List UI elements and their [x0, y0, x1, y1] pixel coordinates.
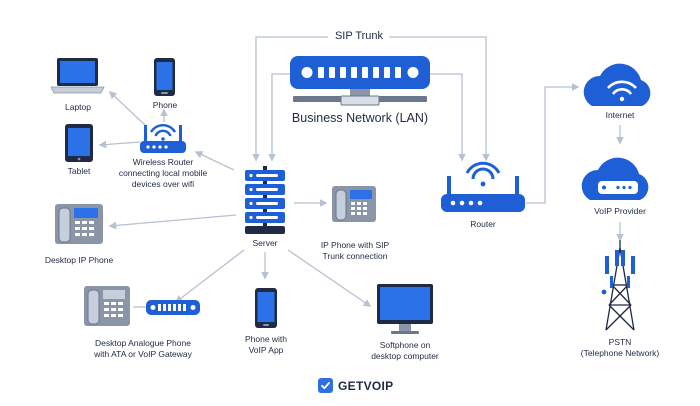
server-to-softphone-line	[287, 249, 372, 307]
pstn-label-line1: PSTN	[608, 337, 632, 347]
ata-gateway-icon	[146, 300, 200, 315]
softphone-label: Softphone on desktop computer	[360, 340, 450, 362]
lan-to-router-line	[430, 73, 466, 162]
lan-to-server-line	[268, 73, 290, 162]
internet-cloud-icon	[583, 63, 651, 106]
laptop-label: Laptop	[65, 102, 91, 112]
ip-phone-sip-label-line2: Trunk connection	[322, 251, 388, 261]
business-network-label: Business Network (LAN)	[291, 111, 429, 125]
router-to-internet-line	[526, 83, 580, 204]
wireless-to-tablet-line	[98, 140, 141, 149]
voip-app-phone-label-line2: VoIP App	[248, 345, 284, 355]
internet-label: Internet	[605, 110, 635, 120]
connectors	[98, 36, 624, 308]
voip-provider-cloud-icon	[581, 157, 649, 200]
server-label: Server	[252, 238, 278, 248]
wireless-to-laptop-line	[108, 90, 147, 127]
ip-phone-sip-label-line1: IP Phone with SIP	[320, 240, 390, 250]
pstn-label: PSTN (Telephone Network)	[570, 337, 670, 359]
tablet-label: Tablet	[67, 166, 91, 176]
analogue-phone-icon	[84, 286, 130, 326]
ip-phone-sip-label: IP Phone with SIP Trunk connection	[310, 240, 400, 262]
phone-label: Phone	[152, 100, 178, 110]
wireless-router-label-line3: devices over wifi	[131, 179, 195, 189]
desktop-analogue-label-line1: Desktop Analogue Phone	[95, 338, 191, 348]
tablet-icon	[65, 124, 93, 162]
ip-phone-sip-icon	[332, 186, 376, 222]
wireless-router-label-line1: Wireless Router	[132, 157, 194, 167]
voip-app-phone-label: Phone with VoIP App	[236, 334, 296, 356]
voip-provider-label: VoIP Provider	[594, 206, 646, 216]
desktop-ip-phone-icon	[55, 204, 103, 244]
wireless-router-label-line2: connecting local mobile	[118, 168, 208, 178]
brand-name: GETVOIP	[338, 378, 394, 393]
mobile-phone-icon	[154, 58, 175, 96]
server-icon	[245, 166, 285, 234]
wireless-router-label: Wireless Router connecting local mobile …	[112, 157, 214, 190]
softphone-label-line2: desktop computer	[371, 351, 439, 361]
desktop-analogue-label: Desktop Analogue Phone with ATA or VoIP …	[85, 338, 201, 360]
server-to-ata-line	[174, 249, 245, 303]
brand-logo: GETVOIP	[318, 378, 393, 393]
server-to-wireless-line	[194, 151, 235, 171]
desktop-analogue-label-line2: with ATA or VoIP Gateway	[94, 349, 192, 359]
server-to-desktop-phone-line	[108, 214, 237, 230]
laptop-icon	[50, 58, 105, 94]
softphone-computer-icon	[377, 284, 433, 334]
voip-app-phone-label-line1: Phone with	[244, 334, 288, 344]
pstn-tower-icon	[601, 240, 635, 331]
desktop-ip-phone-label: Desktop IP Phone	[44, 255, 114, 265]
sip-trunk-label: SIP Trunk	[334, 30, 384, 42]
lan-switch-icon	[290, 56, 430, 106]
voip-app-phone-icon	[255, 288, 277, 328]
router-icon	[441, 161, 525, 212]
router-label: Router	[470, 219, 496, 229]
check-icon	[318, 378, 333, 393]
wireless-router-icon	[140, 124, 186, 153]
softphone-label-line1: Softphone on	[379, 340, 431, 350]
pstn-label-line2: (Telephone Network)	[580, 348, 660, 358]
sip-trunk-line	[256, 36, 486, 160]
